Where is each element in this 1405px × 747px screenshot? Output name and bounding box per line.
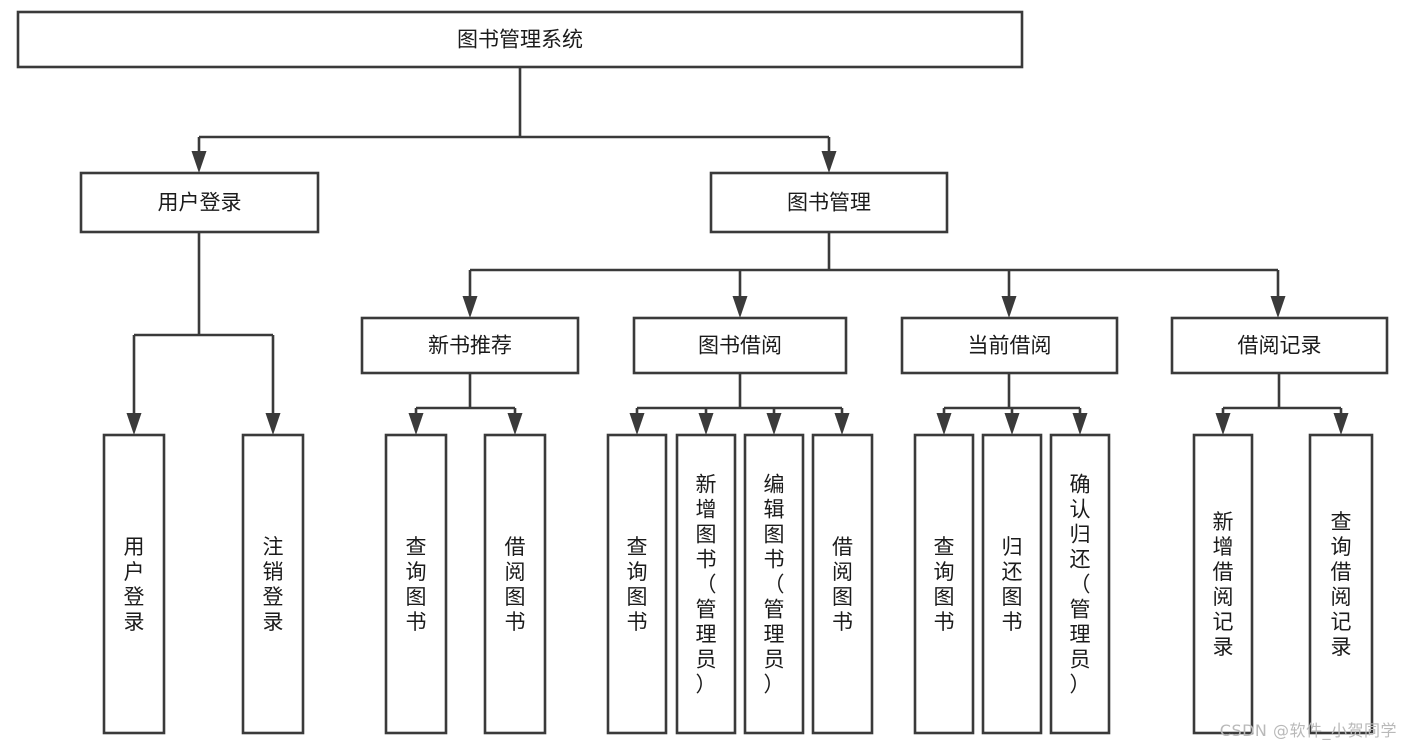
- node-leaf-return-book-label: 归还图书: [1002, 535, 1023, 634]
- node-leaf-add-record-box[interactable]: [1192, 433, 1254, 735]
- node-leaf-user-login-label: 用户登录: [124, 535, 145, 634]
- node-leaf-edit-book-label: 编辑图书（管理员）: [764, 473, 785, 697]
- arrow-down-icon: [408, 413, 424, 435]
- node-book-admin[interactable]: 图书管理: [709, 171, 949, 234]
- arrow-down-icon: [834, 413, 850, 435]
- arrow-down-icon: [507, 413, 523, 435]
- node-book-borrow-label: 图书借阅: [698, 334, 782, 358]
- arrow-down-icon: [1215, 413, 1231, 435]
- node-leaf-logout-box[interactable]: [241, 433, 305, 735]
- node-book-admin-label: 图书管理: [787, 191, 871, 215]
- node-leaf-return-book[interactable]: 归还图书: [981, 433, 1043, 735]
- node-leaf-confirm-return-label: 确认归还（管理员）: [1070, 473, 1091, 697]
- node-leaf-add-book-box[interactable]: [675, 433, 737, 735]
- arrow-down-icon: [1004, 413, 1020, 435]
- node-leaf-borrow-book-2-box[interactable]: [811, 433, 874, 735]
- node-leaf-borrow-book-2[interactable]: 借阅图书: [811, 433, 874, 735]
- node-current-borrow-label: 当前借阅: [968, 334, 1052, 358]
- node-leaf-query-record-box[interactable]: [1308, 433, 1374, 735]
- arrow-down-icon: [821, 151, 837, 173]
- node-book-admin-box[interactable]: [709, 171, 949, 234]
- node-leaf-add-record[interactable]: 新增借阅记录: [1192, 433, 1254, 735]
- csdn-watermark: CSDN @软件_小贺同学: [1219, 721, 1397, 740]
- node-book-borrow-box[interactable]: [632, 316, 848, 375]
- node-leaf-query-book-1-box[interactable]: [384, 433, 448, 735]
- node-leaf-query-book-2-box[interactable]: [606, 433, 668, 735]
- node-leaf-user-login[interactable]: 用户登录: [102, 433, 166, 735]
- arrow-down-icon: [126, 413, 142, 435]
- node-root-system-label: 图书管理系统: [457, 28, 583, 52]
- node-book-borrow[interactable]: 图书借阅: [632, 316, 848, 375]
- arrow-down-icon: [698, 413, 714, 435]
- arrow-down-icon: [1270, 296, 1286, 318]
- node-root-system[interactable]: 图书管理系统: [16, 10, 1024, 69]
- node-user-login-label: 用户登录: [158, 191, 242, 215]
- node-borrow-record-box[interactable]: [1170, 316, 1389, 375]
- node-leaf-user-login-box[interactable]: [102, 433, 166, 735]
- arrow-down-icon: [732, 296, 748, 318]
- node-root-system-box[interactable]: [16, 10, 1024, 69]
- node-leaf-query-book-3[interactable]: 查询图书: [913, 433, 975, 735]
- node-leaf-confirm-return-box[interactable]: [1049, 433, 1111, 735]
- arrow-down-icon: [1333, 413, 1349, 435]
- node-new-book-rec-label: 新书推荐: [428, 334, 512, 358]
- node-borrow-record-label: 借阅记录: [1238, 334, 1322, 358]
- node-leaf-borrow-book-1-label: 借阅图书: [505, 535, 526, 634]
- node-leaf-query-record[interactable]: 查询借阅记录: [1308, 433, 1374, 735]
- node-new-book-rec[interactable]: 新书推荐: [360, 316, 580, 375]
- arrow-down-icon: [462, 296, 478, 318]
- node-leaf-borrow-book-2-label: 借阅图书: [832, 535, 853, 634]
- arrow-down-icon: [1001, 296, 1017, 318]
- node-leaf-query-record-label: 查询借阅记录: [1331, 510, 1352, 659]
- node-borrow-record[interactable]: 借阅记录: [1170, 316, 1389, 375]
- node-leaf-query-book-3-label: 查询图书: [934, 535, 955, 634]
- node-current-borrow[interactable]: 当前借阅: [900, 316, 1119, 375]
- node-user-login[interactable]: 用户登录: [79, 171, 320, 234]
- arrow-down-icon: [629, 413, 645, 435]
- node-leaf-logout[interactable]: 注销登录: [241, 433, 305, 735]
- node-leaf-query-book-3-box[interactable]: [913, 433, 975, 735]
- node-leaf-add-record-label: 新增借阅记录: [1213, 510, 1234, 659]
- arrow-down-icon: [1072, 413, 1088, 435]
- node-leaf-add-book-label: 新增图书（管理员）: [696, 473, 717, 697]
- node-leaf-query-book-1[interactable]: 查询图书: [384, 433, 448, 735]
- node-current-borrow-box[interactable]: [900, 316, 1119, 375]
- node-new-book-rec-box[interactable]: [360, 316, 580, 375]
- arrow-down-icon: [936, 413, 952, 435]
- node-leaf-query-book-1-label: 查询图书: [406, 535, 427, 634]
- arrow-down-icon: [265, 413, 281, 435]
- node-leaf-add-book[interactable]: 新增图书（管理员）: [675, 433, 737, 735]
- arrow-down-icon: [766, 413, 782, 435]
- node-user-login-box[interactable]: [79, 171, 320, 234]
- node-leaf-edit-book[interactable]: 编辑图书（管理员）: [743, 433, 805, 735]
- node-leaf-borrow-book-1-box[interactable]: [483, 433, 547, 735]
- node-leaf-query-book-2-label: 查询图书: [627, 535, 648, 634]
- arrow-down-icon: [191, 151, 207, 173]
- node-leaf-borrow-book-1[interactable]: 借阅图书: [483, 433, 547, 735]
- node-leaf-logout-label: 注销登录: [263, 535, 284, 634]
- node-leaf-edit-book-box[interactable]: [743, 433, 805, 735]
- node-leaf-confirm-return[interactable]: 确认归还（管理员）: [1049, 433, 1111, 735]
- node-leaf-return-book-box[interactable]: [981, 433, 1043, 735]
- node-leaf-query-book-2[interactable]: 查询图书: [606, 433, 668, 735]
